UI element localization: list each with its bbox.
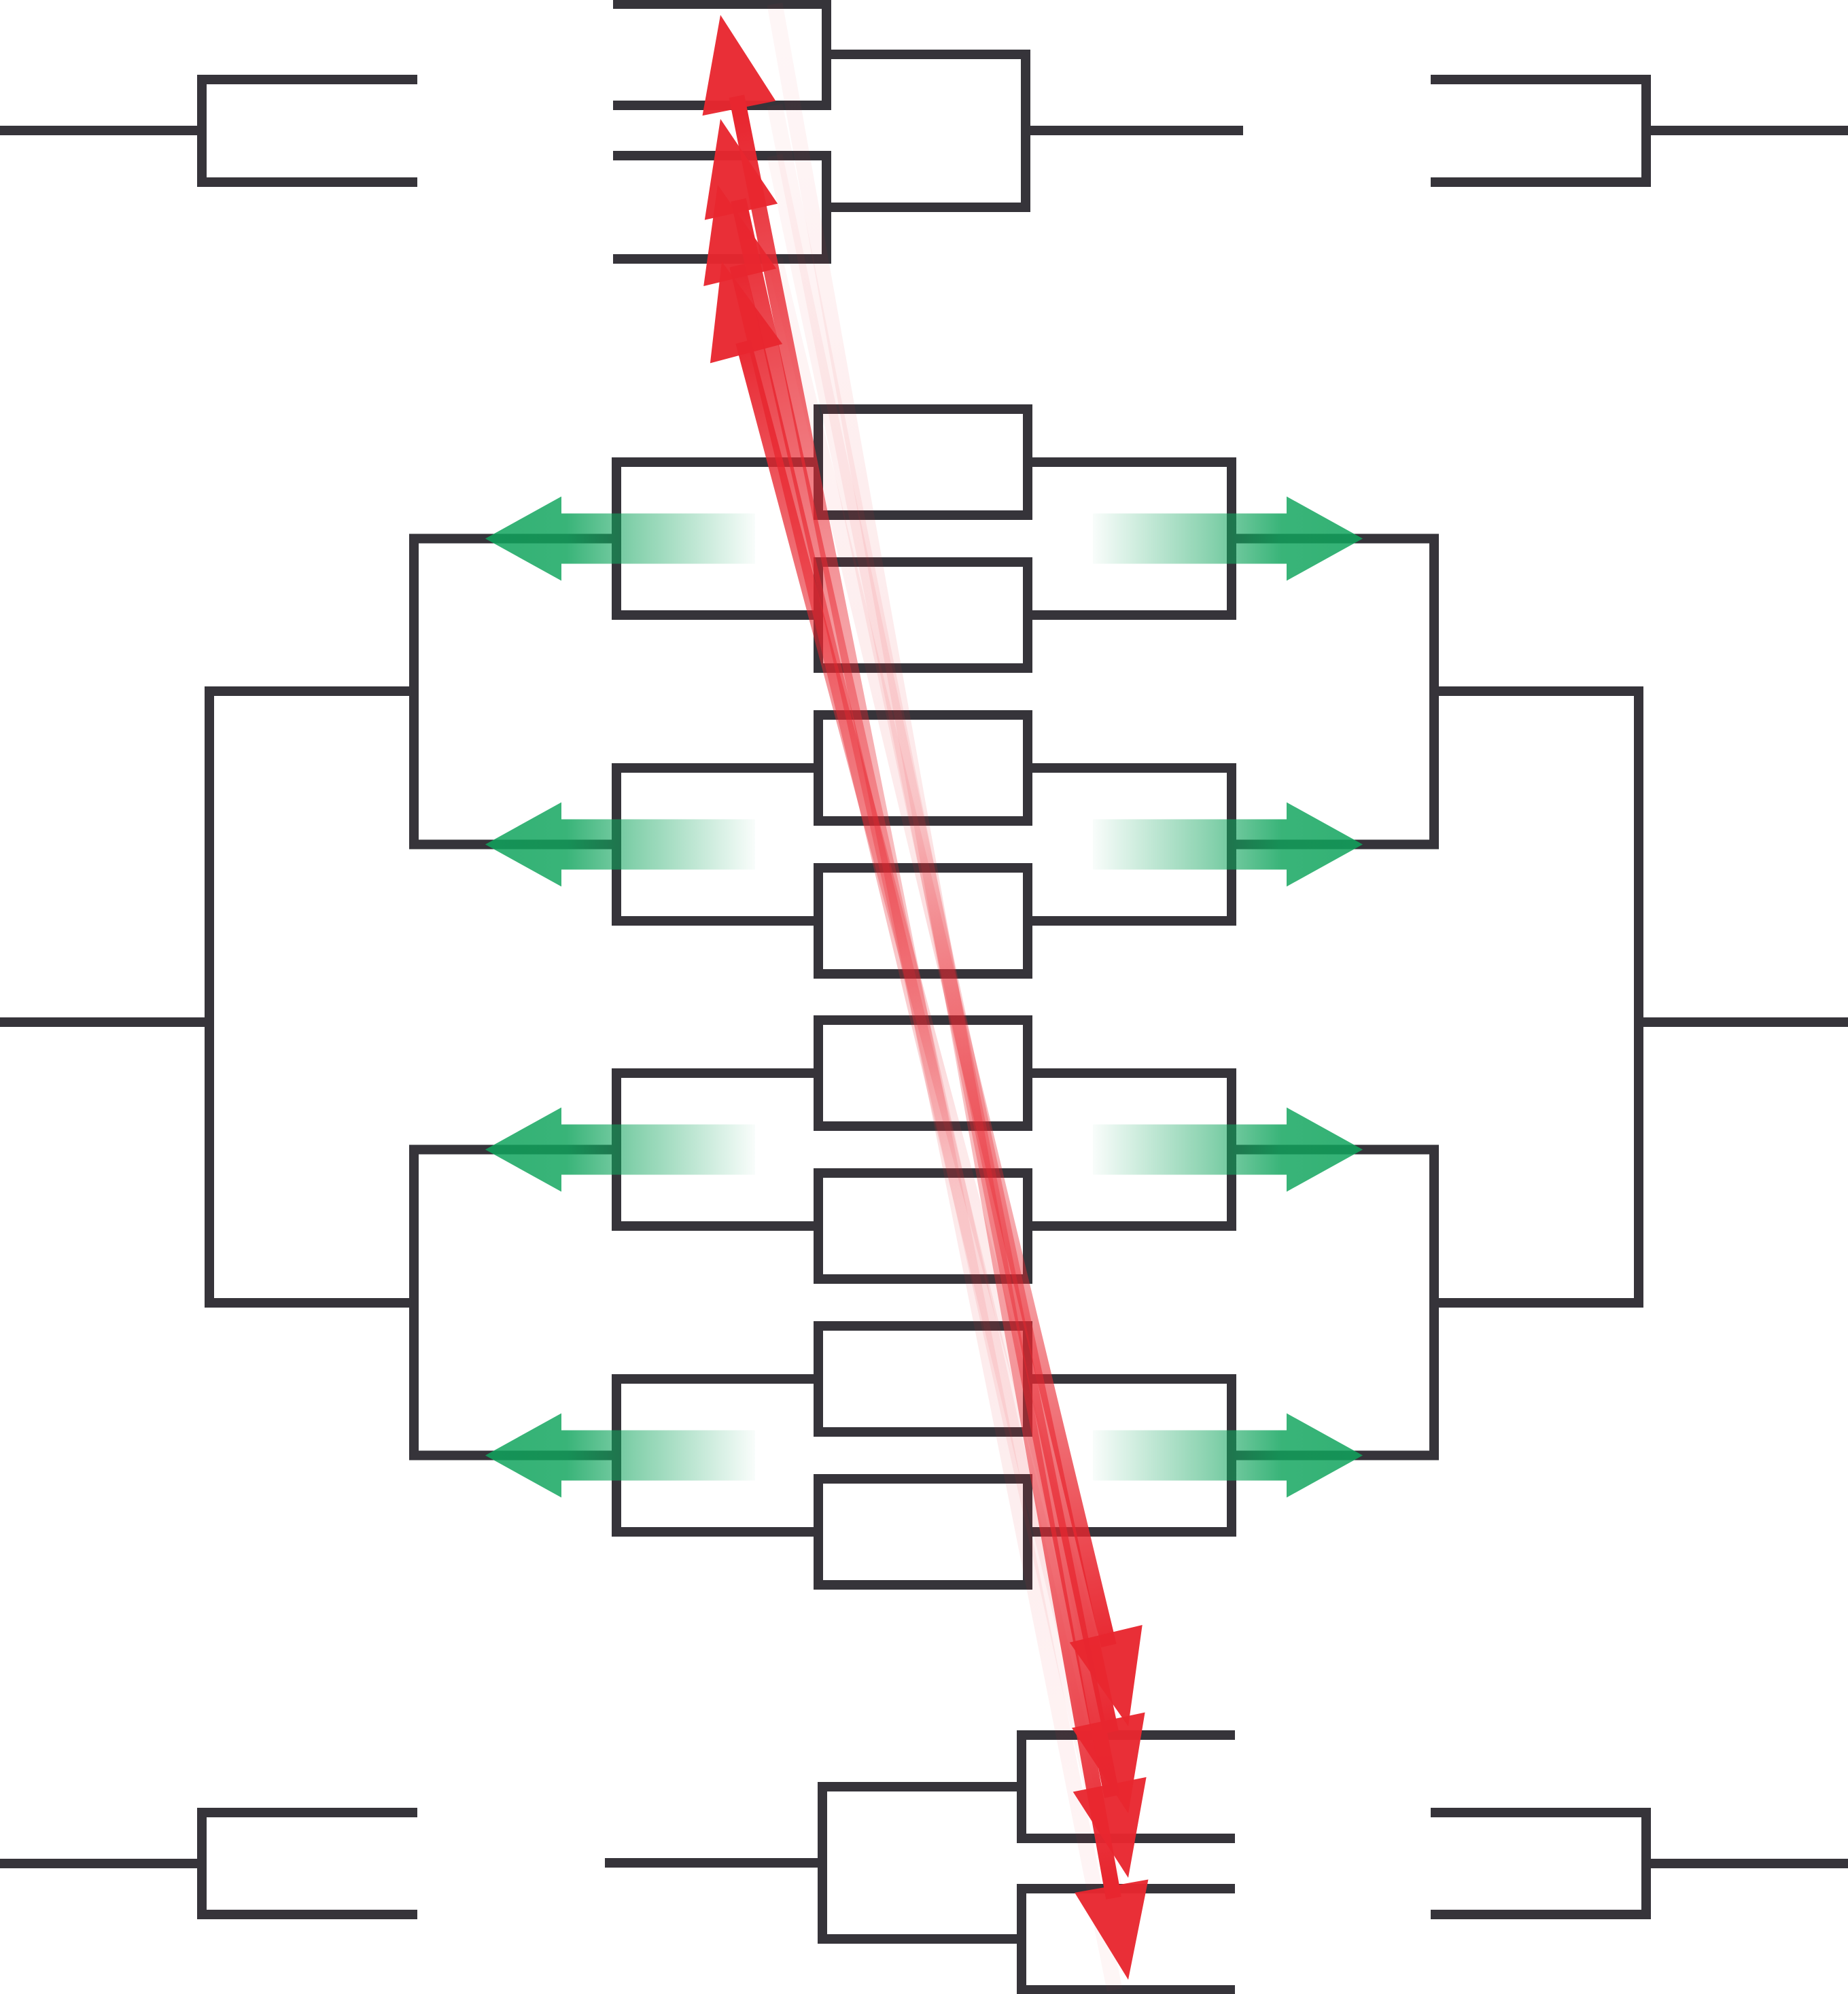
red-crossover-head-up-4 <box>710 262 783 364</box>
red-crossover-head-down-1 <box>1075 1879 1149 1980</box>
green-advance-arrow-left-1 <box>485 496 755 581</box>
green-advance-arrow-right-2 <box>1093 802 1363 887</box>
green-advance-arrow-right-4 <box>1093 1413 1363 1498</box>
red-crossover-head-down-4 <box>1069 1625 1143 1726</box>
green-advance-arrow-left-2 <box>485 802 755 887</box>
red-crossover-head-up-3 <box>703 185 777 286</box>
red-crossover-head-down-3 <box>1072 1712 1145 1813</box>
green-advance-arrow-left-4 <box>485 1413 755 1498</box>
green-advance-arrow-right-3 <box>1093 1107 1363 1192</box>
center-match-box-6 <box>814 1168 1032 1284</box>
green-advance-arrow-left-3 <box>485 1107 755 1192</box>
red-crossover-shaft-down-4 <box>767 257 1117 1648</box>
center-match-box-8 <box>814 1474 1032 1590</box>
red-crossover-arrows <box>702 2 1149 1992</box>
green-advance-arrow-right-1 <box>1093 496 1363 581</box>
green-winner-arrows <box>485 496 1363 1498</box>
red-crossover-head-up-1 <box>702 15 776 116</box>
